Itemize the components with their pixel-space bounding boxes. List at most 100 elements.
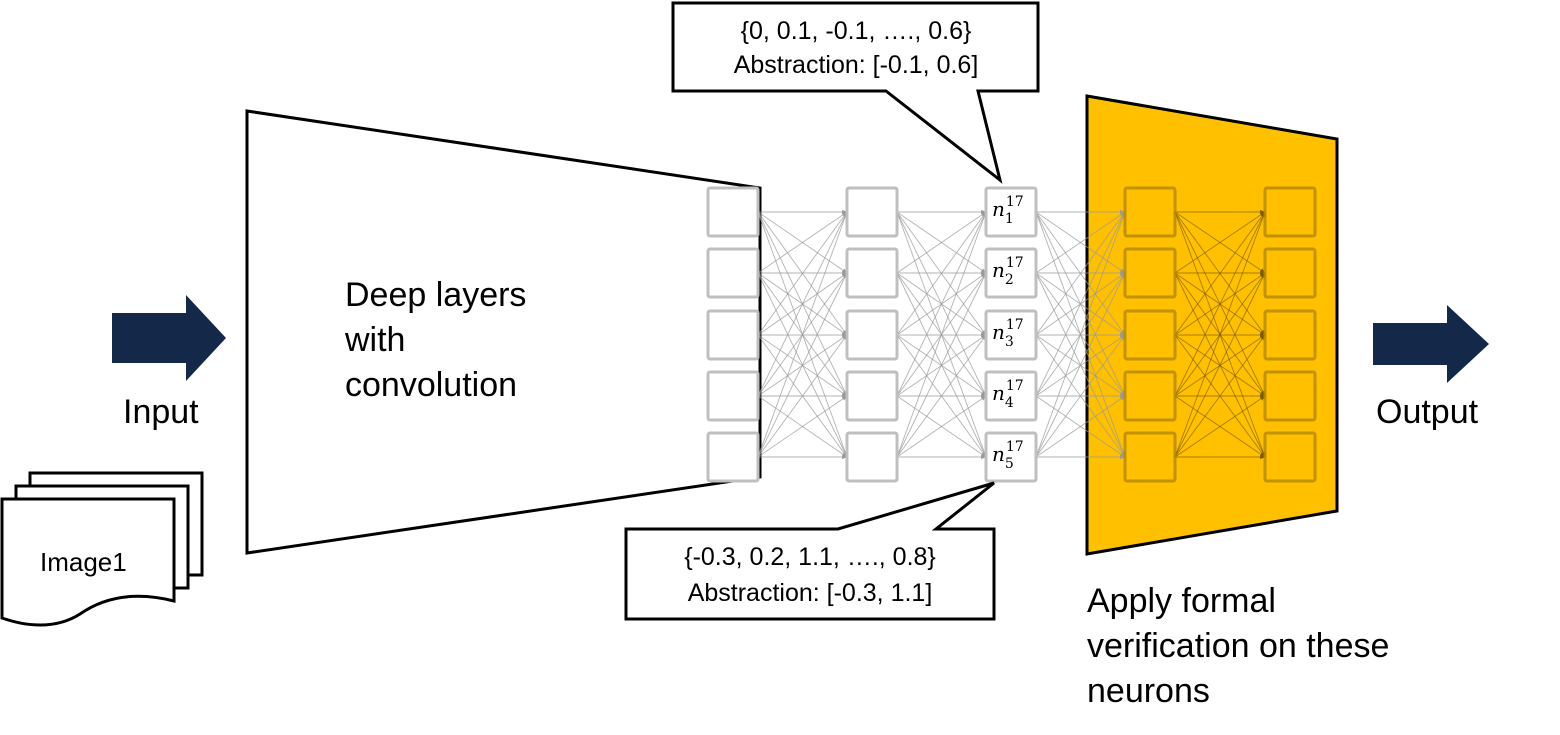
neuron-box-layer-3-row-4 bbox=[984, 370, 1038, 422]
verify-label: Apply formal verification on these neuro… bbox=[1087, 582, 1399, 710]
deep-layers-block bbox=[245, 109, 762, 555]
neuron-var: n bbox=[992, 197, 1005, 221]
neuron-box-layer-3-row-1 bbox=[984, 186, 1038, 238]
neuron-label-4: n417 bbox=[992, 378, 1024, 411]
deep-layers-line-2: with bbox=[344, 321, 405, 359]
neuron-box-layer-1-row-4 bbox=[706, 370, 760, 422]
connection-line bbox=[896, 211, 987, 336]
connection-line bbox=[1035, 211, 1126, 397]
connection-line bbox=[896, 272, 987, 458]
connection-line bbox=[1035, 211, 1126, 336]
output-arrow bbox=[1373, 305, 1489, 383]
neuron-sup: 17 bbox=[1006, 194, 1024, 210]
neuron-box-layer-1-row-2 bbox=[706, 247, 760, 299]
neuron-label-5: n517 bbox=[992, 439, 1024, 472]
callout-top-abstraction: Abstraction: [-0.1, 0.6] bbox=[734, 51, 979, 79]
connection-line bbox=[896, 334, 987, 458]
neuron-sup: 17 bbox=[1006, 378, 1024, 394]
verify-line-3: neurons bbox=[1087, 672, 1210, 710]
neuron-box-layer-2-row-1 bbox=[845, 186, 899, 238]
connection-line bbox=[757, 211, 848, 336]
neuron-box-layer-2-row-2 bbox=[845, 247, 899, 299]
connection-line bbox=[1035, 395, 1126, 458]
connection-line bbox=[1035, 211, 1126, 274]
connection-line bbox=[1035, 334, 1126, 458]
verification-block bbox=[1085, 94, 1339, 556]
neuron-sup: 17 bbox=[1006, 317, 1024, 333]
neuron-label-3: n317 bbox=[992, 317, 1024, 350]
callout-top bbox=[671, 1, 1040, 184]
neuron-box-layer-4-row-2 bbox=[1123, 247, 1177, 299]
neuron-box-layer-4-row-3 bbox=[1123, 309, 1177, 361]
neuron-label-2: n217 bbox=[992, 255, 1024, 288]
neuron-sub: 2 bbox=[1005, 272, 1014, 288]
neuron-labels: n117 n217 n317 n417 n517 bbox=[992, 194, 1024, 472]
neuron-sup: 17 bbox=[1006, 255, 1024, 271]
neuron-sup: 17 bbox=[1006, 439, 1024, 455]
neuron-box-layer-5-row-3 bbox=[1263, 309, 1317, 361]
callout-bottom-values: {-0.3, 0.2, 1.1, …., 0.8} bbox=[684, 543, 936, 571]
neuron-layers bbox=[706, 186, 1317, 483]
deep-layers-line-3: convolution bbox=[345, 366, 517, 404]
neuron-sub: 5 bbox=[1005, 456, 1014, 472]
neuron-box-layer-3-row-2 bbox=[984, 247, 1038, 299]
connection-line bbox=[1035, 211, 1126, 458]
input-arrow bbox=[112, 295, 226, 381]
callout-bottom bbox=[624, 481, 996, 621]
deep-layers-label: Deep layers with convolution bbox=[344, 276, 536, 404]
image-stack bbox=[0, 471, 204, 627]
deep-layers-line-1: Deep layers bbox=[345, 276, 526, 314]
neuron-sub: 3 bbox=[1005, 334, 1014, 350]
connection-line bbox=[1174, 211, 1266, 336]
connection-line bbox=[896, 211, 987, 458]
connection-line bbox=[1174, 395, 1266, 458]
neuron-box-layer-4-row-5 bbox=[1123, 431, 1177, 483]
connection-line bbox=[757, 334, 848, 458]
image-card-front bbox=[0, 497, 176, 627]
connection-line bbox=[1174, 334, 1266, 458]
verify-line-2: verification on these bbox=[1087, 627, 1389, 665]
callout-top-values: {0, 0.1, -0.1, …., 0.6} bbox=[741, 17, 972, 45]
connection-line bbox=[757, 211, 848, 458]
neuron-box-layer-2-row-4 bbox=[845, 370, 899, 422]
neuron-box-layer-1-row-5 bbox=[706, 431, 760, 483]
connection-line bbox=[1035, 272, 1126, 458]
neuron-box-layer-3-row-5 bbox=[984, 431, 1038, 483]
output-label: Output bbox=[1376, 393, 1479, 431]
connection-line bbox=[1174, 272, 1266, 458]
connection-line bbox=[757, 395, 848, 458]
connections bbox=[757, 209, 1266, 460]
connection-line bbox=[896, 395, 987, 458]
image-label: Image1 bbox=[40, 547, 127, 577]
neuron-box-layer-4-row-1 bbox=[1123, 186, 1177, 238]
neuron-box-layer-5-row-2 bbox=[1263, 247, 1317, 299]
input-label: Input bbox=[123, 393, 199, 431]
neuron-box-layer-1-row-1 bbox=[706, 186, 760, 238]
connection-line bbox=[1174, 211, 1266, 458]
neuron-box-layer-4-row-4 bbox=[1123, 370, 1177, 422]
connection-line bbox=[757, 272, 848, 458]
neuron-box-layer-3-row-3 bbox=[984, 309, 1038, 361]
connection-line bbox=[1174, 211, 1266, 397]
neuron-sub: 1 bbox=[1005, 211, 1014, 227]
neuron-var: n bbox=[992, 258, 1005, 282]
connection-line bbox=[757, 211, 848, 274]
neuron-label-1: n117 bbox=[992, 194, 1024, 227]
connection-line bbox=[896, 211, 987, 397]
connection-line bbox=[757, 211, 848, 397]
neuron-var: n bbox=[992, 381, 1005, 405]
neuron-var: n bbox=[992, 320, 1005, 344]
callout-bottom-abstraction: Abstraction: [-0.3, 1.1] bbox=[688, 579, 933, 607]
connection-line bbox=[1174, 211, 1266, 274]
neuron-box-layer-5-row-4 bbox=[1263, 370, 1317, 422]
neuron-box-layer-5-row-1 bbox=[1263, 186, 1317, 238]
neuron-box-layer-5-row-5 bbox=[1263, 431, 1317, 483]
neuron-box-layer-2-row-3 bbox=[845, 309, 899, 361]
verify-line-1: Apply formal bbox=[1087, 582, 1276, 620]
neuron-box-layer-2-row-5 bbox=[845, 431, 899, 483]
neuron-sub: 4 bbox=[1005, 395, 1014, 411]
connection-line bbox=[896, 211, 987, 274]
neuron-box-layer-1-row-3 bbox=[706, 309, 760, 361]
neuron-var: n bbox=[992, 442, 1005, 466]
